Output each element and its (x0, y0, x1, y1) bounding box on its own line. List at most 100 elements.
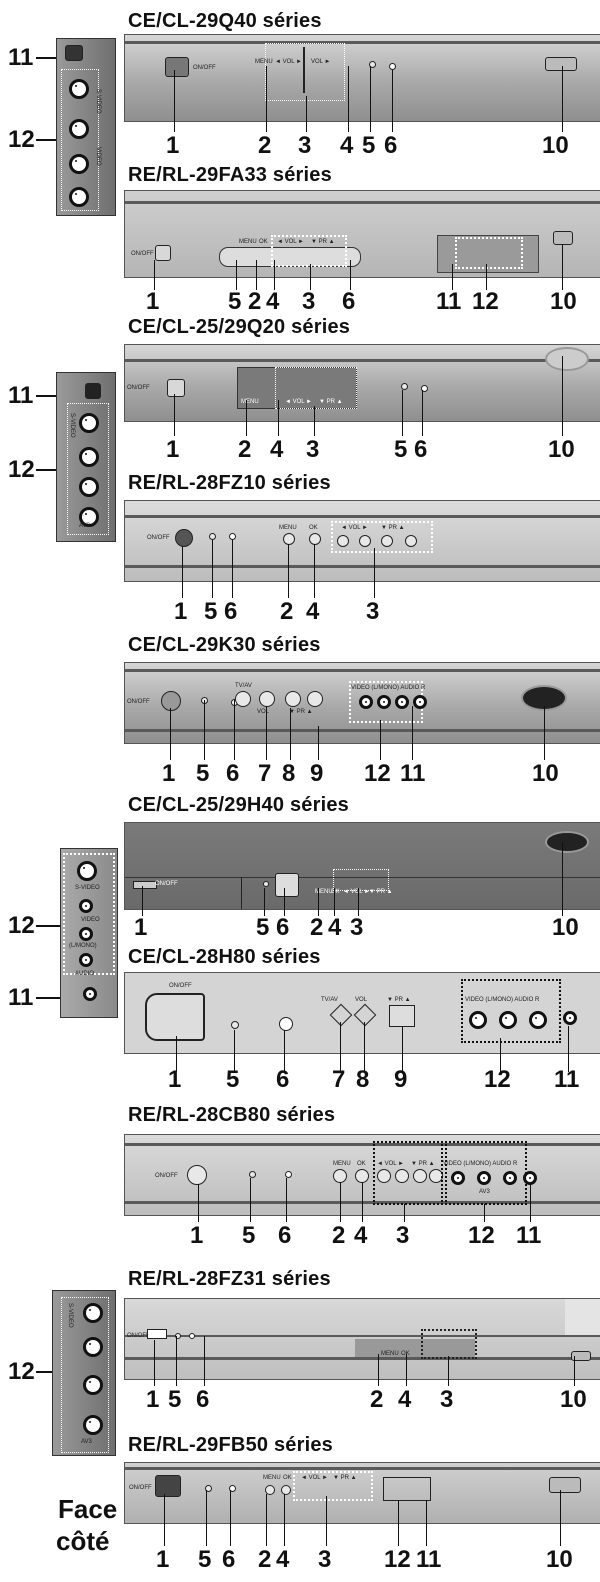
callout-8: 8 (356, 1066, 370, 1093)
side-text: S-VIDEO (75, 885, 100, 891)
side-av-panel: S-VIDEO VIDEO (56, 38, 116, 216)
ok-text: OK (357, 1161, 366, 1167)
pr-text: VOL ► (311, 59, 331, 65)
callout-12: 12 (484, 1066, 511, 1093)
callout-11: 11 (554, 1066, 580, 1093)
menu-button (265, 1485, 275, 1495)
highlight-box (61, 69, 99, 211)
ok-text: OK (283, 1475, 292, 1481)
callout-6: 6 (342, 288, 356, 315)
remote-sensor (285, 1171, 292, 1178)
ok-text: OK (331, 889, 340, 895)
callout-5: 5 (228, 288, 242, 315)
callout-4: 4 (354, 1222, 368, 1249)
power-text: ON/OFF (155, 881, 178, 887)
side2-label-12: 12 (8, 456, 35, 483)
door-opener (545, 347, 589, 371)
callout-3: 3 (350, 914, 364, 941)
callout-3: 3 (440, 1386, 454, 1413)
power-button (161, 691, 181, 711)
pr-text: ▼ PR ▲ (311, 239, 335, 245)
vol-up-button (395, 1169, 409, 1183)
headphone-jack (563, 1011, 577, 1025)
tv-front-panel: ON/OFF TV/AV VOL ▼ PR ▲ VIDEO (L/MONO) A… (124, 972, 600, 1054)
callout-5: 5 (226, 1066, 240, 1093)
tv-front-panel: ON/OFF MENU OK ◄ VOL ► ▼ PR ▲ (124, 500, 600, 582)
face-label: Face (58, 1494, 118, 1524)
tvav-button (329, 1003, 353, 1027)
audio-r-jack (395, 695, 409, 709)
door-opener (545, 831, 589, 853)
standby-indicator (205, 1485, 212, 1492)
remote-sensor (279, 1017, 293, 1031)
svideo-jack (79, 413, 99, 433)
callout-3: 3 (302, 288, 316, 315)
side-text: VIDEO (81, 917, 100, 923)
callout-2: 2 (238, 436, 252, 463)
pr-text: ▼ PR ▲ (289, 709, 313, 715)
video-jack (69, 119, 89, 139)
callout-2: 2 (370, 1386, 384, 1413)
side-av-panel: S-VIDEO AV3 (52, 1290, 116, 1456)
vol-down-button (377, 1169, 391, 1183)
side-av-panel: S-VIDEO VIDEO (L/MONO) AUDIO (60, 848, 118, 1018)
callout-11: 11 (416, 1546, 442, 1573)
audio-l-jack (499, 1011, 517, 1029)
callout-2: 2 (310, 914, 324, 941)
callout-4: 4 (328, 914, 342, 941)
side-text: S-VIDEO (69, 413, 75, 438)
series-title: RE/RL-28FZ10 séries (128, 472, 331, 494)
callout-1: 1 (146, 1386, 160, 1413)
callout-6: 6 (384, 132, 398, 159)
power-button (145, 993, 205, 1041)
highlight-box (275, 367, 357, 409)
av-panel (383, 1477, 431, 1501)
highlight-box (455, 237, 523, 269)
audio-r-jack (79, 953, 93, 967)
pr-text: ▼ PR ▲ (319, 399, 343, 405)
tv-front-panel: ON/OFF MENU OK ◄ VOL ► ▼ PR ▲ (124, 822, 600, 910)
power-text: ON/OFF (129, 1485, 152, 1491)
remote-sensor (229, 1485, 236, 1492)
callout-2: 2 (280, 598, 294, 625)
headphone-jack (83, 987, 97, 1001)
audio-r-jack (503, 1171, 517, 1185)
callout-1: 1 (166, 132, 180, 159)
callout-1: 1 (168, 1066, 182, 1093)
door-opener (545, 57, 577, 71)
vol-text: ◄ VOL ► (341, 525, 368, 531)
callout-2: 2 (248, 288, 262, 315)
callout-4: 4 (340, 132, 354, 159)
power-text: ON/OFF (131, 251, 154, 257)
audio-l-jack (69, 154, 89, 174)
pr-text: ▼ PR ▲ (381, 525, 405, 531)
menu-text: MENU (315, 889, 333, 895)
video-jack (83, 1337, 103, 1357)
svideo-jack (77, 861, 97, 881)
highlight-box (265, 43, 345, 101)
callout-10: 10 (560, 1386, 587, 1413)
power-button (167, 379, 185, 397)
ok-button (355, 1169, 369, 1183)
vol-text: ◄ VOL ► (277, 239, 304, 245)
av-text: VIDEO (L/MONO) AUDIO R (465, 997, 540, 1003)
side1-label-12: 12 (8, 126, 35, 153)
headphone-jack (413, 695, 427, 709)
remote-sensor (389, 63, 396, 70)
highlight-box (293, 1471, 373, 1501)
remote-sensor (275, 873, 299, 897)
control-area (355, 1339, 475, 1357)
side-text: S-VIDEO (67, 1303, 73, 1328)
power-text: ON/OFF (147, 535, 170, 541)
series-title: RE/RL-29FA33 séries (128, 164, 332, 186)
callout-9: 9 (310, 760, 324, 787)
pr-text: ▼ PR ▲ (387, 997, 411, 1003)
callout-10: 10 (546, 1546, 573, 1573)
av-text: VIDEO (L/MONO) AUDIO R (443, 1161, 518, 1167)
series-title: CE/CL-29Q40 séries (128, 10, 322, 32)
highlight-box (333, 869, 389, 891)
vol-up-button (359, 535, 371, 547)
side-text: S-VIDEO (95, 89, 101, 114)
standby-indicator (249, 1171, 256, 1178)
leader-line (36, 57, 56, 59)
